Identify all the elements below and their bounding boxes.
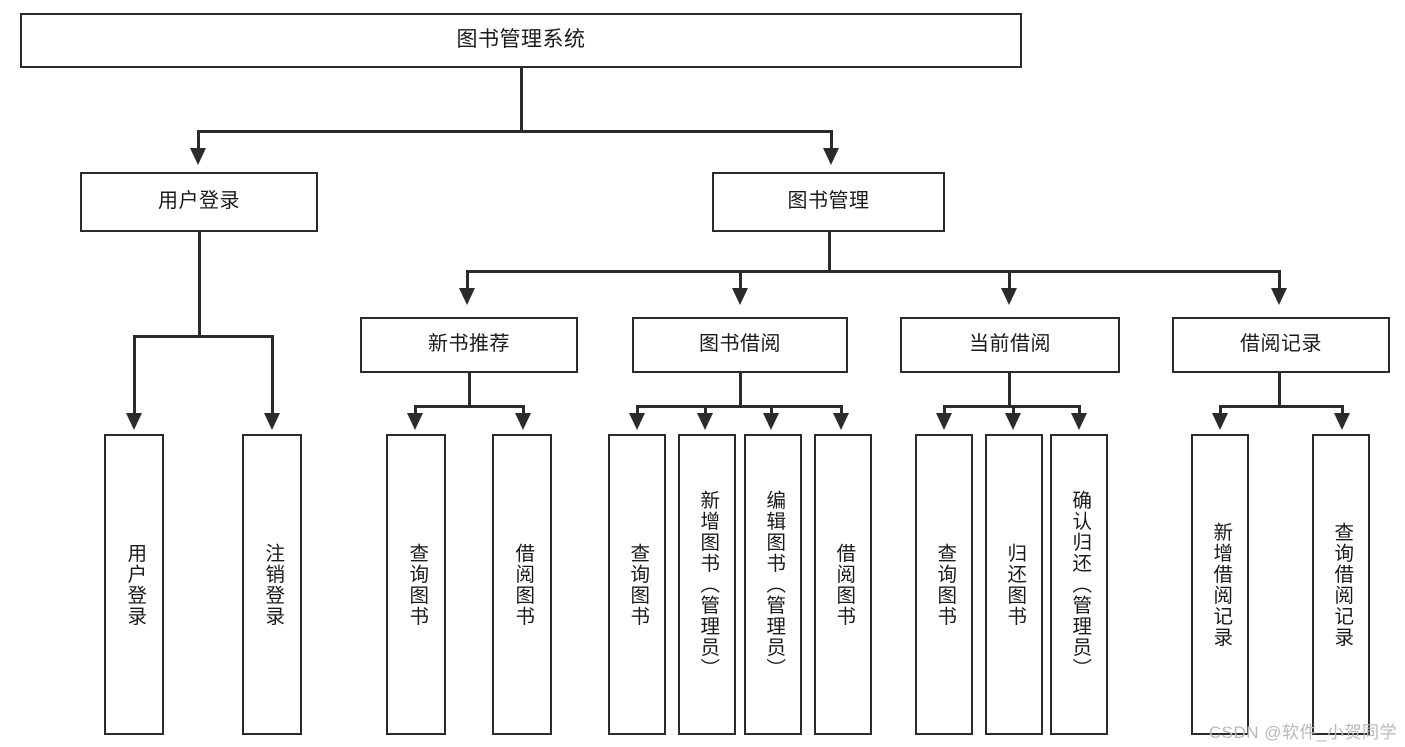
arrowhead-user-login-to-leaf-1 — [126, 413, 142, 430]
connector-borrow-record-stem — [1278, 373, 1281, 408]
node-label: 当前借阅 — [969, 333, 1051, 356]
node-leaf-return-book[interactable]: 归还图书 — [985, 434, 1043, 735]
arrowhead-current-borrow-to-leaf-1 — [936, 413, 952, 430]
arrowhead-book-borrow-to-leaf-3 — [763, 413, 779, 430]
node-leaf-edit-book-admin[interactable]: 编辑图书（管理员） — [744, 434, 802, 735]
connector-current-borrow-to-leaf-3 — [1078, 405, 1081, 413]
arrowhead-current-borrow-to-leaf-2 — [1005, 413, 1021, 430]
connector-current-borrow-bar — [943, 405, 1080, 408]
connector-user-login-stem — [198, 232, 201, 337]
connector-root-to-user-login — [197, 130, 200, 148]
node-new-book-recommendation[interactable]: 新书推荐 — [360, 317, 578, 373]
connector-borrow-record-to-leaf-2 — [1341, 405, 1344, 413]
connector-current-borrow-to-leaf-1 — [943, 405, 946, 413]
node-label: 查询图书 — [626, 542, 649, 627]
connector-book-borrow-to-leaf-4 — [840, 405, 843, 413]
connector-user-login-bar — [133, 335, 273, 338]
connector-book-borrow-to-leaf-1 — [636, 405, 639, 413]
node-label: 新增图书（管理员） — [696, 490, 719, 679]
node-label: 新增借阅记录 — [1209, 521, 1232, 648]
connector-root-to-book-manage — [830, 130, 833, 148]
node-label: 注销登录 — [261, 542, 284, 627]
node-leaf-add-book-admin[interactable]: 新增图书（管理员） — [678, 434, 736, 735]
node-leaf-query-book-current[interactable]: 查询图书 — [915, 434, 973, 735]
arrowhead-book-manage-to-current-borrow — [1001, 288, 1017, 305]
connector-book-manage-bar — [466, 270, 1278, 273]
node-current-borrowing[interactable]: 当前借阅 — [900, 317, 1120, 373]
node-leaf-borrow-book-borrowing[interactable]: 借阅图书 — [814, 434, 872, 735]
node-leaf-confirm-return-admin[interactable]: 确认归还（管理员） — [1050, 434, 1108, 735]
node-book-borrowing[interactable]: 图书借阅 — [632, 317, 848, 373]
connector-root-stem — [520, 68, 523, 132]
connector-book-manage-to-borrow-record — [1278, 270, 1281, 288]
arrowhead-root-to-book-manage — [823, 148, 839, 165]
arrowhead-borrow-record-to-leaf-1 — [1212, 413, 1228, 430]
connector-current-borrow-stem — [1008, 373, 1011, 408]
node-label: 借阅图书 — [511, 542, 534, 627]
node-user-login[interactable]: 用户登录 — [80, 172, 318, 232]
node-borrowing-record[interactable]: 借阅记录 — [1172, 317, 1390, 373]
connector-new-book-rec-stem — [468, 373, 471, 408]
node-leaf-add-borrow-record[interactable]: 新增借阅记录 — [1191, 434, 1249, 735]
node-label: 查询图书 — [933, 542, 956, 627]
connector-book-manage-to-book-borrow — [739, 270, 742, 288]
node-leaf-borrow-book-recommendation[interactable]: 借阅图书 — [492, 434, 552, 735]
arrowhead-book-borrow-to-leaf-4 — [833, 413, 849, 430]
connector-new-book-rec-to-leaf-1 — [414, 405, 417, 413]
connector-new-book-rec-bar — [414, 405, 524, 408]
connector-book-manage-stem — [828, 232, 831, 272]
connector-user-login-to-leaf-2 — [271, 335, 274, 413]
node-label: 编辑图书（管理员） — [762, 490, 785, 679]
arrowhead-current-borrow-to-leaf-3 — [1071, 413, 1087, 430]
connector-current-borrow-to-leaf-2 — [1012, 405, 1015, 413]
node-label: 确认归还（管理员） — [1068, 490, 1091, 679]
connector-book-borrow-to-leaf-3 — [770, 405, 773, 413]
arrowhead-root-to-user-login — [190, 148, 206, 165]
arrowhead-new-book-rec-to-leaf-2 — [515, 413, 531, 430]
node-label: 新书推荐 — [428, 333, 510, 356]
arrowhead-book-borrow-to-leaf-1 — [629, 413, 645, 430]
node-label: 图书管理 — [787, 190, 870, 213]
arrowhead-new-book-rec-to-leaf-1 — [407, 413, 423, 430]
arrowhead-book-manage-to-borrow-record — [1271, 288, 1287, 305]
connector-book-manage-to-new-book-rec — [466, 270, 469, 288]
node-label: 用户登录 — [123, 542, 146, 627]
connector-borrow-record-to-leaf-1 — [1219, 405, 1222, 413]
connector-book-borrow-to-leaf-2 — [704, 405, 707, 413]
node-label: 查询借阅记录 — [1330, 521, 1353, 648]
connector-user-login-to-leaf-1 — [133, 335, 136, 413]
arrowhead-user-login-to-leaf-2 — [264, 413, 280, 430]
arrowhead-book-borrow-to-leaf-2 — [697, 413, 713, 430]
node-leaf-logout-login[interactable]: 注销登录 — [242, 434, 302, 735]
connector-book-borrow-bar — [636, 405, 842, 408]
connector-new-book-rec-to-leaf-2 — [522, 405, 525, 413]
node-leaf-user-login[interactable]: 用户登录 — [104, 434, 164, 735]
connector-borrow-record-bar — [1219, 405, 1343, 408]
arrowhead-book-manage-to-book-borrow — [732, 288, 748, 305]
node-label: 图书管理系统 — [456, 28, 586, 52]
node-leaf-query-book-borrowing[interactable]: 查询图书 — [608, 434, 666, 735]
connector-root-bar — [197, 130, 833, 133]
connector-book-borrow-stem — [739, 373, 742, 408]
node-label: 借阅图书 — [832, 542, 855, 627]
arrowhead-borrow-record-to-leaf-2 — [1334, 413, 1350, 430]
node-leaf-query-borrow-record[interactable]: 查询借阅记录 — [1312, 434, 1370, 735]
node-root-book-management-system[interactable]: 图书管理系统 — [20, 13, 1022, 68]
node-label: 图书借阅 — [699, 333, 781, 356]
node-label: 查询图书 — [405, 542, 428, 627]
node-book-management[interactable]: 图书管理 — [712, 172, 945, 232]
node-label: 借阅记录 — [1240, 333, 1322, 356]
node-leaf-query-book-recommendation[interactable]: 查询图书 — [386, 434, 446, 735]
node-label: 归还图书 — [1003, 542, 1026, 627]
connector-book-manage-to-current-borrow — [1008, 270, 1011, 288]
node-label: 用户登录 — [158, 190, 240, 213]
arrowhead-book-manage-to-new-book-rec — [459, 288, 475, 305]
